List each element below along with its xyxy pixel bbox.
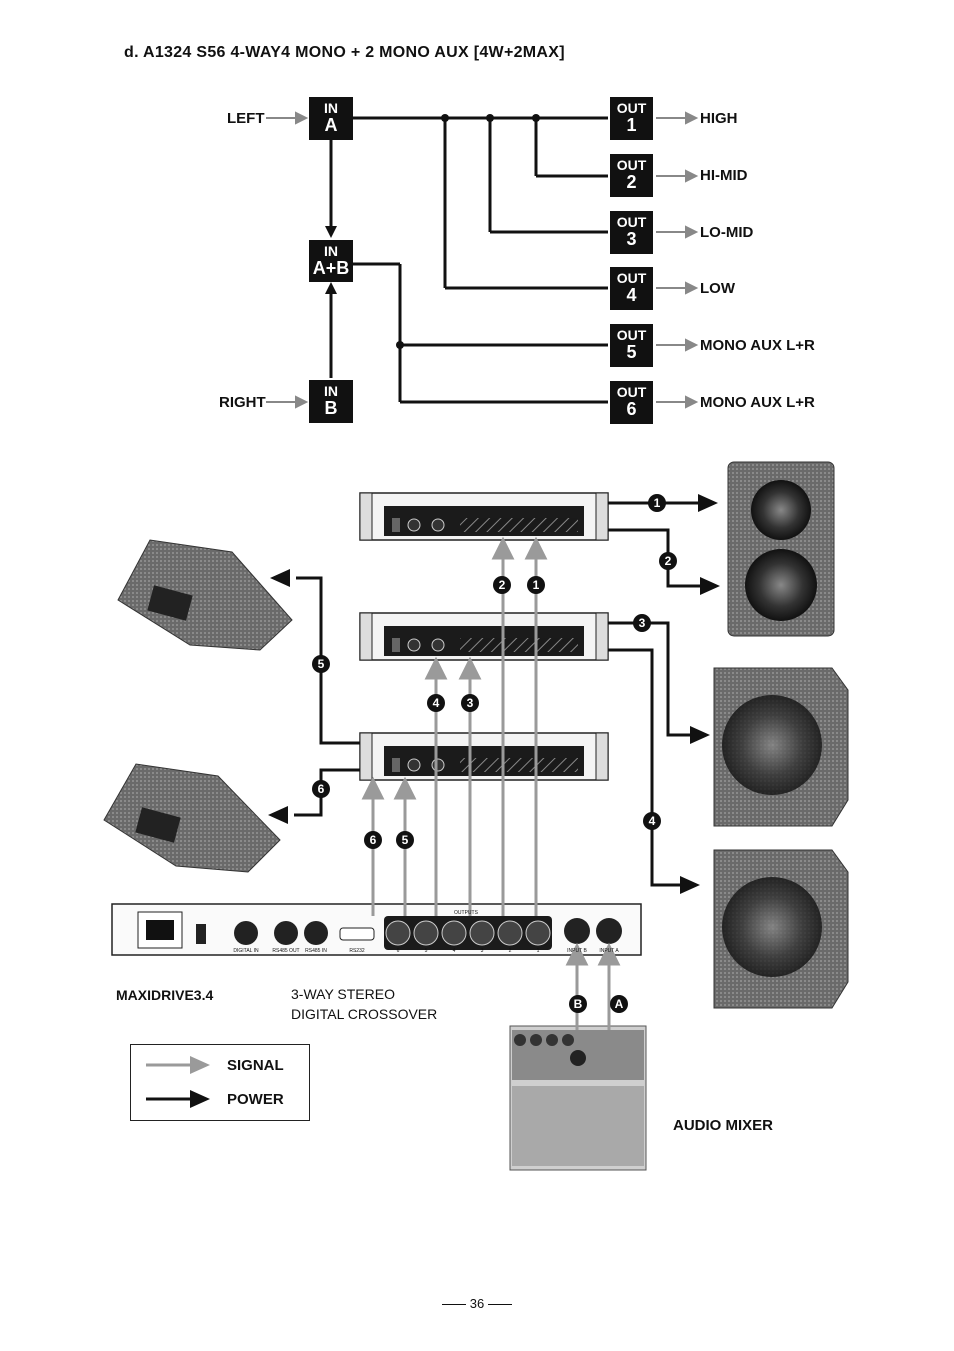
port-rs232: RS232: [349, 948, 365, 954]
output-1-block: OUT 1: [610, 97, 653, 140]
output-3-top: OUT: [616, 214, 647, 230]
port-digital-in: DIGITAL IN: [233, 948, 259, 954]
speaker-hi-cabinet: [727, 461, 835, 637]
output-2-top: OUT: [616, 157, 647, 173]
crossover-desc-1: 3-WAY STEREO: [291, 986, 395, 1002]
amplifier-2: [359, 612, 609, 661]
marker-4b: 4: [433, 696, 440, 710]
output-6-dest: MONO AUX L+R: [700, 394, 815, 411]
output-5-top: OUT: [616, 327, 647, 343]
output-5-dest: MONO AUX L+R: [700, 337, 815, 354]
marker-6a: 6: [318, 782, 325, 796]
out-num-1: 1: [537, 948, 540, 954]
marker-input-b: B: [574, 997, 583, 1011]
output-3-dest: LO-MID: [700, 224, 754, 241]
input-b-block: IN B: [309, 380, 353, 423]
page-number: 36: [0, 1296, 954, 1311]
marker-circles: [312, 494, 677, 1013]
output-3-bottom: 3: [626, 229, 637, 249]
input-sum-block: IN A+B: [309, 240, 353, 282]
output-4-top: OUT: [616, 270, 647, 286]
output-1-bottom: 1: [626, 115, 637, 135]
output-4-bottom: 4: [626, 285, 637, 305]
input-a-bottom: A: [324, 115, 338, 135]
marker-2a: 2: [665, 554, 672, 568]
port-rs485-in: RS485 IN: [305, 948, 327, 954]
output-5-bottom: 5: [626, 342, 637, 362]
output-6-block: OUT 6: [610, 381, 653, 424]
out-num-2: 2: [509, 948, 512, 954]
monitor-wedge-1: [117, 539, 293, 651]
page-number-value: 36: [469, 1296, 485, 1311]
speaker-low-cabinet: [713, 849, 849, 1009]
mixer-label: AUDIO MIXER: [673, 1117, 774, 1134]
output-4-block: OUT 4: [610, 267, 653, 310]
out-num-5: 5: [425, 948, 428, 954]
input-sum-bottom: A+B: [312, 258, 350, 278]
marker-input-a: A: [615, 997, 624, 1011]
crossover-unit: [111, 903, 642, 956]
output-1-top: OUT: [616, 100, 647, 116]
port-input-a: INPUT A: [599, 948, 619, 954]
monitor-wedge-2: [103, 763, 281, 873]
input-a-top: IN: [324, 100, 338, 116]
crossover-model: MAXIDRIVE3.4: [116, 987, 214, 1003]
marker-4a: 4: [649, 814, 656, 828]
output-2-dest: HI-MID: [700, 167, 748, 184]
legend-power-label: POWER: [227, 1091, 284, 1108]
output-1-dest: HIGH: [700, 110, 738, 127]
output-4-dest: LOW: [700, 280, 735, 297]
output-6-bottom: 6: [626, 399, 637, 419]
input-b-bottom: B: [324, 398, 338, 418]
legend-signal-label: SIGNAL: [227, 1057, 284, 1074]
out-num-3: 3: [481, 948, 484, 954]
marker-1a: 1: [654, 496, 661, 510]
legend: [130, 1044, 310, 1121]
marker-5a: 5: [318, 657, 325, 671]
source-left-label: LEFT: [227, 110, 265, 127]
marker-5b: 5: [402, 833, 409, 847]
marker-3a: 3: [639, 616, 646, 630]
amplifier-1: [359, 492, 609, 541]
marker-3b: 3: [467, 696, 474, 710]
port-rs485-out: RS485 OUT: [272, 948, 299, 954]
out-num-6: 6: [397, 948, 400, 954]
marker-1b: 1: [533, 578, 540, 592]
speaker-mid-cabinet: [713, 667, 849, 827]
output-2-block: OUT 2: [610, 154, 653, 197]
marker-2b: 2: [499, 578, 506, 592]
crossover-outputs-label: OUTPUTS: [454, 910, 479, 916]
audio-mixer-device: [509, 1025, 647, 1171]
source-right-label: RIGHT: [219, 394, 266, 411]
page-title: d. A1324 S56 4-WAY4 MONO + 2 MONO AUX [4…: [124, 44, 565, 61]
input-sum-top: IN: [324, 243, 338, 259]
input-b-top: IN: [324, 383, 338, 399]
marker-6b: 6: [370, 833, 377, 847]
amplifier-3: [359, 732, 609, 781]
out-num-4: 4: [453, 948, 456, 954]
output-5-block: OUT 5: [610, 324, 653, 367]
output-3-block: OUT 3: [610, 211, 653, 254]
crossover-desc-2: DIGITAL CROSSOVER: [291, 1006, 438, 1022]
output-2-bottom: 2: [626, 172, 637, 192]
legend-arrows: [146, 1056, 210, 1108]
port-input-b: INPUT B: [567, 948, 587, 954]
input-a-block: IN A: [309, 97, 353, 140]
output-6-top: OUT: [616, 384, 647, 400]
